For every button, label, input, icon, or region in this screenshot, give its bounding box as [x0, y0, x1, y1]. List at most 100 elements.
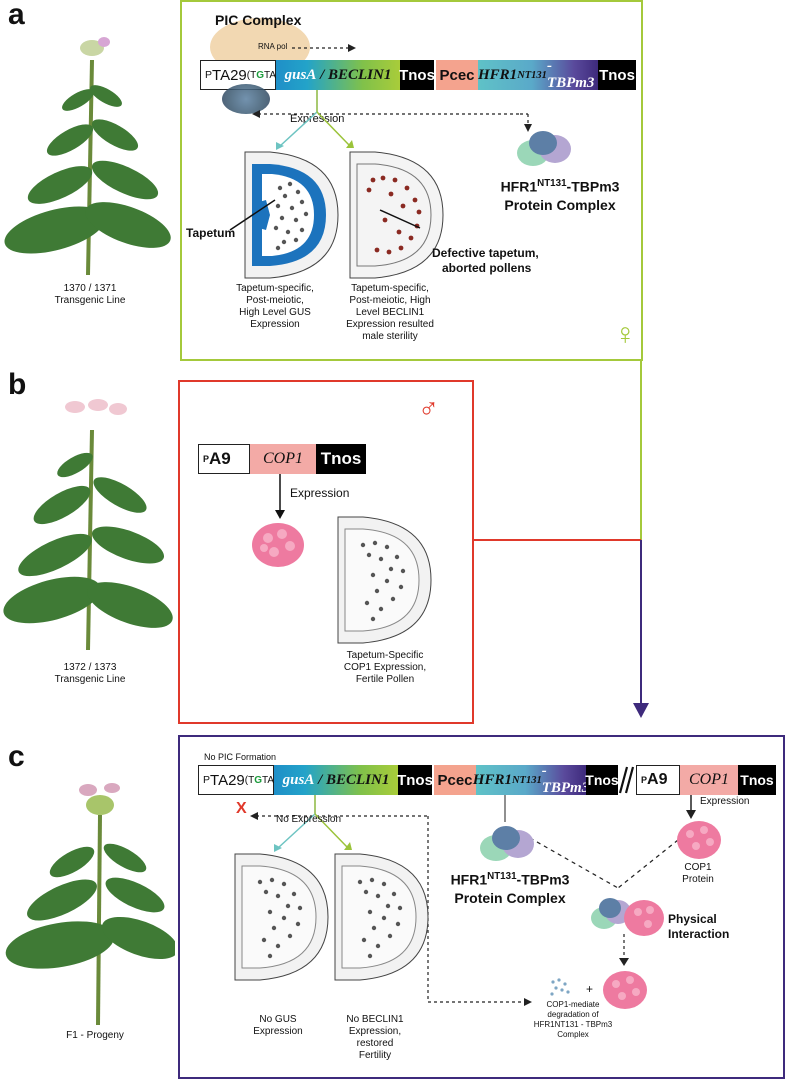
degradation-line4: Complex: [557, 1030, 589, 1039]
plant-a-caption: 1370 / 1371 Transgenic Line: [20, 283, 160, 307]
gusa-label: gusA: [284, 66, 317, 83]
cop1-protein-line1: COP1: [684, 862, 712, 873]
tata-box-c: (TGTA): [245, 775, 278, 786]
physical-line2: Interaction: [668, 927, 730, 941]
tata-g: G: [256, 69, 264, 81]
break-symbol: [618, 766, 635, 794]
tata-t: T: [250, 69, 257, 81]
cap-a1-line2: Post-meiotic,: [246, 295, 304, 306]
anther-fertile: [337, 516, 432, 644]
panel-c-letter: c: [8, 740, 25, 773]
a9-sup: P: [203, 454, 210, 464]
rna-pol-arrow: [292, 44, 356, 52]
cap-b-line2: COP1 Expression,: [343, 662, 427, 673]
expression-label-c: Expression: [700, 796, 750, 807]
tnos-c1: Tnos: [397, 765, 433, 795]
tata-box: (TGTA): [247, 70, 280, 81]
plant-a-caption-line2: Transgenic Line: [54, 295, 126, 306]
tnos-c2: Tnos: [585, 765, 619, 795]
plant-b-caption: 1372 / 1373 Transgenic Line: [20, 662, 160, 686]
female-symbol: ♀: [614, 318, 637, 351]
plant-a-caption-line1: 1370 / 1371: [63, 283, 117, 294]
cap-b-line1: Tapetum-Specific: [346, 650, 424, 661]
promoter-c-sup: P: [203, 774, 211, 786]
complex-c-hfr1: HFR1: [450, 871, 488, 888]
x-mark: X: [236, 800, 247, 817]
cap-c2-line2: Expression,: [348, 1026, 402, 1037]
tata-open: (: [246, 69, 251, 81]
plant-b-caption-line2: Transgenic Line: [54, 674, 126, 685]
hfr1-label: HFR1: [478, 66, 518, 83]
cop1-protein-label: COP1 Protein: [668, 862, 728, 886]
hfr1-complex-label-a: HFR1NT131-TBPm3 Protein Complex: [490, 175, 630, 214]
panel-b-letter: b: [8, 368, 27, 401]
expression-label-b: Expression: [290, 486, 350, 500]
anther-c1-caption: No GUS Expression: [238, 1014, 318, 1038]
anther-defective: [349, 151, 444, 279]
hfr1-sup: NT131: [517, 69, 547, 81]
panel-a-box: [180, 0, 643, 361]
tata-c-t: T: [248, 774, 255, 786]
tapetum-label: Tapetum: [186, 226, 236, 240]
physical-interaction-label: Physical Interaction: [668, 912, 729, 942]
cap-a2-line4: Expression resulted: [346, 319, 434, 330]
no-pic-label: No PIC Formation: [204, 752, 277, 762]
pic-complex-label: PIC Complex: [215, 12, 302, 28]
complex-a-hfr1: HFR1: [500, 178, 538, 195]
tata-c-open: (: [244, 774, 249, 786]
tata-c-g: G: [254, 774, 262, 786]
no-expression-label: No Expression: [276, 814, 342, 825]
physical-line1: Physical: [668, 912, 717, 926]
anther-tapetum-normal: [244, 151, 339, 279]
degraded-fragments-icon: [550, 978, 570, 996]
panel-b-box: [178, 380, 474, 724]
promoter-c-name: TA29: [210, 771, 245, 789]
beclin-c-label: / BECLIN1: [318, 771, 390, 788]
cop1-cds-c: COP1: [680, 765, 738, 795]
tbpm3-c-label: -TBPm3: [541, 763, 590, 796]
complex-c-tbpm3: -TBPm3: [516, 871, 570, 888]
anther-a1-caption: Tapetum-specific, Post-meiotic, High Lev…: [222, 283, 328, 331]
cap-c1-line2: Expression: [253, 1026, 303, 1037]
pcec-promoter-c: Pcec: [434, 765, 476, 795]
cap-b-line3: Fertile Pollen: [355, 674, 415, 685]
cop1-protein-icon-c: [677, 821, 721, 859]
cap-c2-line3: restored: [356, 1038, 394, 1049]
anther-a2-caption: Tapetum-specific, Post-meiotic, High Lev…: [330, 283, 450, 343]
gusa-beclin-cds: gusA / BECLIN1: [276, 60, 400, 90]
male-symbol: ♂: [418, 393, 439, 424]
hfr1-protein-complex-icon-c: [480, 826, 534, 861]
tbpm3-label: -TBPm3: [546, 58, 595, 91]
complex-a-sup: NT131: [537, 178, 567, 189]
interaction-complex-icon: [591, 898, 664, 936]
tnos-c3: Tnos: [738, 765, 776, 795]
cap-a1-line4: Expression: [250, 319, 300, 330]
complex-a-tbpm3: -TBPm3: [566, 178, 620, 195]
pcec-promoter: Pcec: [436, 60, 478, 90]
cap-c2-line4: Fertility: [358, 1050, 392, 1061]
plus-sign: +: [586, 982, 594, 996]
complex-c-protein: Protein Complex: [454, 889, 566, 906]
complex-a-protein: Protein Complex: [504, 196, 616, 213]
cop1-cds-b: COP1: [250, 444, 316, 474]
tnos-b: Tnos: [316, 444, 366, 474]
hfr1-c-sup: NT131: [511, 774, 542, 786]
defective-line1: Defective tapetum,: [432, 246, 539, 260]
tobacco-plant-c: [5, 783, 175, 1026]
bound-protein-complex: [222, 84, 270, 114]
panel-a-arrows: [252, 90, 532, 150]
degradation-line3: HFR1NT131 - TBPm3: [533, 1020, 613, 1029]
gusa-beclin-cds-c: gusA / BECLIN1: [274, 765, 398, 795]
cop1-protein-line2: Protein: [682, 874, 714, 885]
tobacco-plant-a: [4, 37, 171, 276]
expression-label-a: Expression: [290, 113, 345, 125]
defective-label: Defective tapetum, aborted pollens: [432, 246, 539, 276]
